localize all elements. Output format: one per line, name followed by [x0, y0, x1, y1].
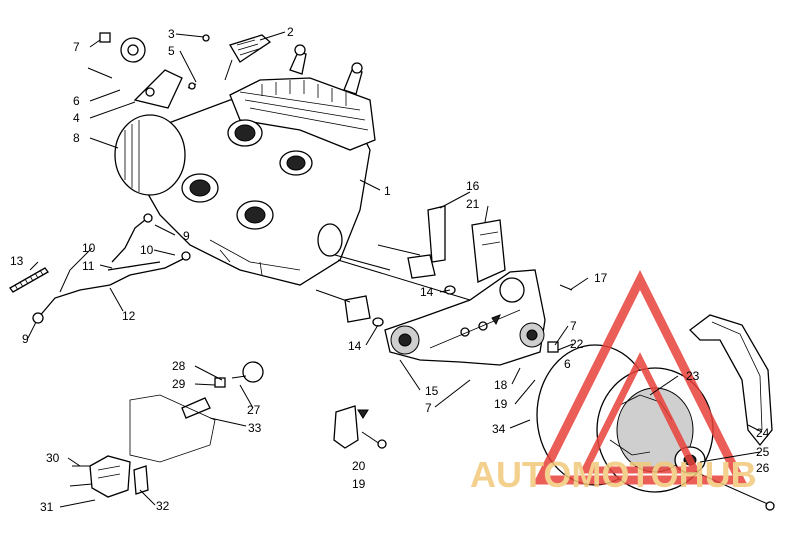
callout-33: 33	[248, 421, 262, 435]
engine-mount-plate	[384, 269, 546, 366]
callout-3: 3	[168, 27, 175, 41]
bracket-16-21	[427, 205, 506, 283]
callout-28: 28	[172, 359, 186, 373]
callout-24: 24	[756, 426, 770, 440]
callout-9-upper: 9	[183, 229, 190, 243]
callout-6-mid: 6	[564, 357, 571, 371]
callout-7-top: 7	[73, 40, 80, 54]
callout-10-right: 10	[140, 243, 154, 257]
callout-10-left: 10	[82, 241, 96, 255]
callout-5: 5	[168, 44, 175, 58]
callout-6-top: 6	[73, 94, 80, 108]
callout-labels: 1 2 3 5 7 6 4 8 9 10 10 11 13 12 9 16 21…	[10, 25, 770, 514]
lower-left-parts	[69, 361, 264, 506]
watermark-logo-inner-triangle	[579, 352, 701, 474]
callout-30: 30	[46, 451, 60, 465]
callout-1: 1	[384, 184, 391, 198]
bracket-20	[333, 405, 387, 449]
callout-11: 11	[82, 259, 95, 273]
callout-17: 17	[594, 271, 608, 285]
callout-7-mid: 7	[570, 319, 577, 333]
callout-32: 32	[156, 499, 170, 513]
callout-31: 31	[40, 500, 54, 514]
callout-16: 16	[466, 179, 480, 193]
callout-19-lower: 19	[352, 477, 366, 491]
callout-15: 15	[425, 384, 439, 398]
callout-20: 20	[352, 459, 366, 473]
callout-12: 12	[122, 309, 136, 323]
callout-14-lower: 14	[348, 339, 362, 353]
callout-21: 21	[466, 197, 480, 211]
callout-26: 26	[756, 461, 770, 475]
isolators	[315, 244, 573, 327]
callout-34: 34	[492, 422, 506, 436]
callout-29: 29	[172, 377, 186, 391]
callout-9-lower: 9	[22, 332, 29, 346]
callout-2: 2	[287, 25, 294, 39]
callout-23: 23	[686, 369, 700, 383]
callout-13: 13	[10, 254, 24, 268]
callout-25: 25	[756, 445, 770, 459]
engine-block	[114, 44, 471, 301]
callout-8: 8	[73, 131, 80, 145]
drive-clutch-assembly	[536, 314, 775, 511]
callout-18: 18	[494, 378, 508, 392]
top-left-parts	[87, 32, 272, 109]
callout-14-upper: 14	[420, 285, 434, 299]
callout-19-mid: 19	[494, 397, 508, 411]
leader-lines	[27, 31, 763, 508]
watermark-logo-triangle	[532, 269, 748, 485]
callout-22: 22	[570, 337, 584, 351]
fuel-line-assembly	[9, 213, 191, 324]
callout-7-lower: 7	[425, 401, 432, 415]
callout-4: 4	[73, 111, 80, 125]
callout-27: 27	[247, 403, 261, 417]
